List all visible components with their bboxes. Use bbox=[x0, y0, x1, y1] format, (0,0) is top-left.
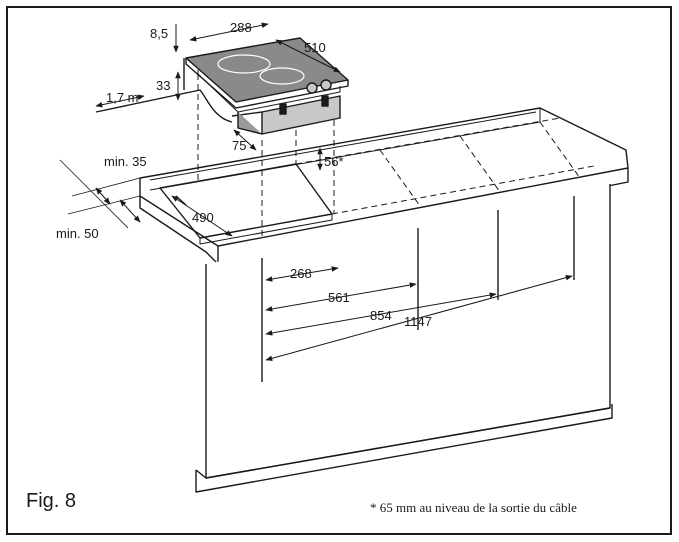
figure-label: Fig. 8 bbox=[26, 490, 77, 512]
dim-cable-height: 33 bbox=[156, 78, 170, 93]
dim-cutout-offset: 75 bbox=[232, 138, 246, 153]
dim-cutout-depth: 490 bbox=[192, 210, 214, 225]
power-cable bbox=[95, 58, 233, 123]
footnote: * 65 mm au niveau de la sortie du câble bbox=[370, 500, 577, 515]
dim-1147: 1147 bbox=[404, 314, 432, 329]
dim-561: 561 bbox=[328, 290, 350, 305]
dim-glass-thickness: 8,5 bbox=[150, 26, 168, 41]
dim-cable-length: 1,7 m bbox=[106, 90, 139, 105]
dim-hob-width: 288 bbox=[230, 20, 252, 35]
dim-854: 854 bbox=[370, 308, 392, 323]
reference-lines bbox=[197, 74, 595, 240]
dim-cutout-depth-below: 56* bbox=[324, 154, 344, 169]
dim-hob-depth: 510 bbox=[304, 40, 326, 55]
dim-min-front: min. 35 bbox=[104, 154, 147, 169]
dim-min-back: min. 50 bbox=[56, 226, 99, 241]
dim-268: 268 bbox=[290, 266, 312, 281]
